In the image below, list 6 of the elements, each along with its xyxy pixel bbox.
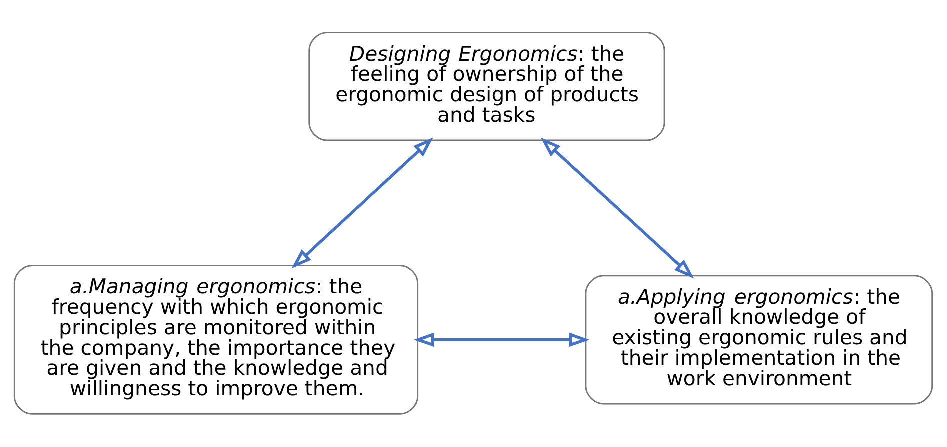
node-box: a.Applying ergonomics: the overall knowledge of existing ergonomic rules and their implementation in the work environment [585,275,934,405]
arrow [292,138,434,269]
node-box: a.Managing ergonomics: the frequency with which ergonomic principles are monitored within the company, the importance they are given and the knowledge and willingness to improve them. [14,264,419,415]
node-box: Designing Ergonomics: the feeling of ownership of the ergonomic design of products and tasks [308,32,666,142]
arrow [540,138,694,279]
arrow [414,332,590,348]
